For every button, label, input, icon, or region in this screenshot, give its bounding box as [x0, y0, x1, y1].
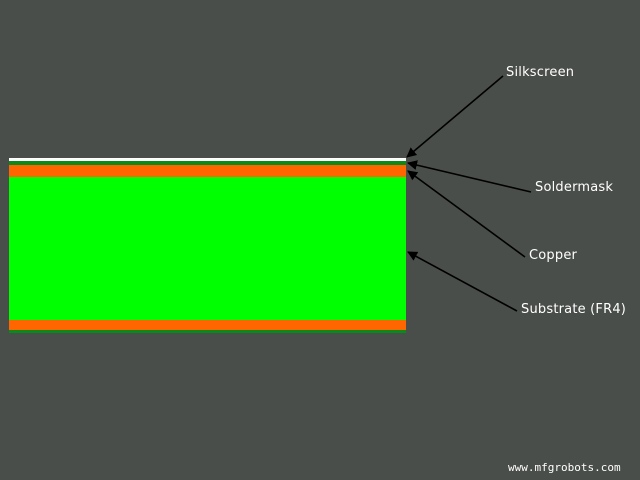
soldermask-arrow [407, 160, 532, 193]
silkscreen-arrow [406, 75, 504, 158]
copper-top-layer [9, 165, 406, 177]
copper-arrow [407, 170, 526, 258]
silkscreen-layer [9, 158, 406, 161]
substrate-layer [9, 177, 406, 320]
soldermask-bottom-layer [9, 330, 406, 333]
copper-bottom-layer [9, 320, 406, 330]
soldermask-top-layer [9, 161, 406, 165]
soldermask-label: Soldermask [535, 180, 614, 195]
substrate-arrow [407, 251, 518, 312]
copper-label: Copper [529, 248, 578, 263]
silkscreen-label: Silkscreen [506, 65, 575, 80]
watermark-text: www.mfgrobots.com [508, 461, 621, 474]
substrate-label: Substrate (FR4) [521, 302, 627, 317]
